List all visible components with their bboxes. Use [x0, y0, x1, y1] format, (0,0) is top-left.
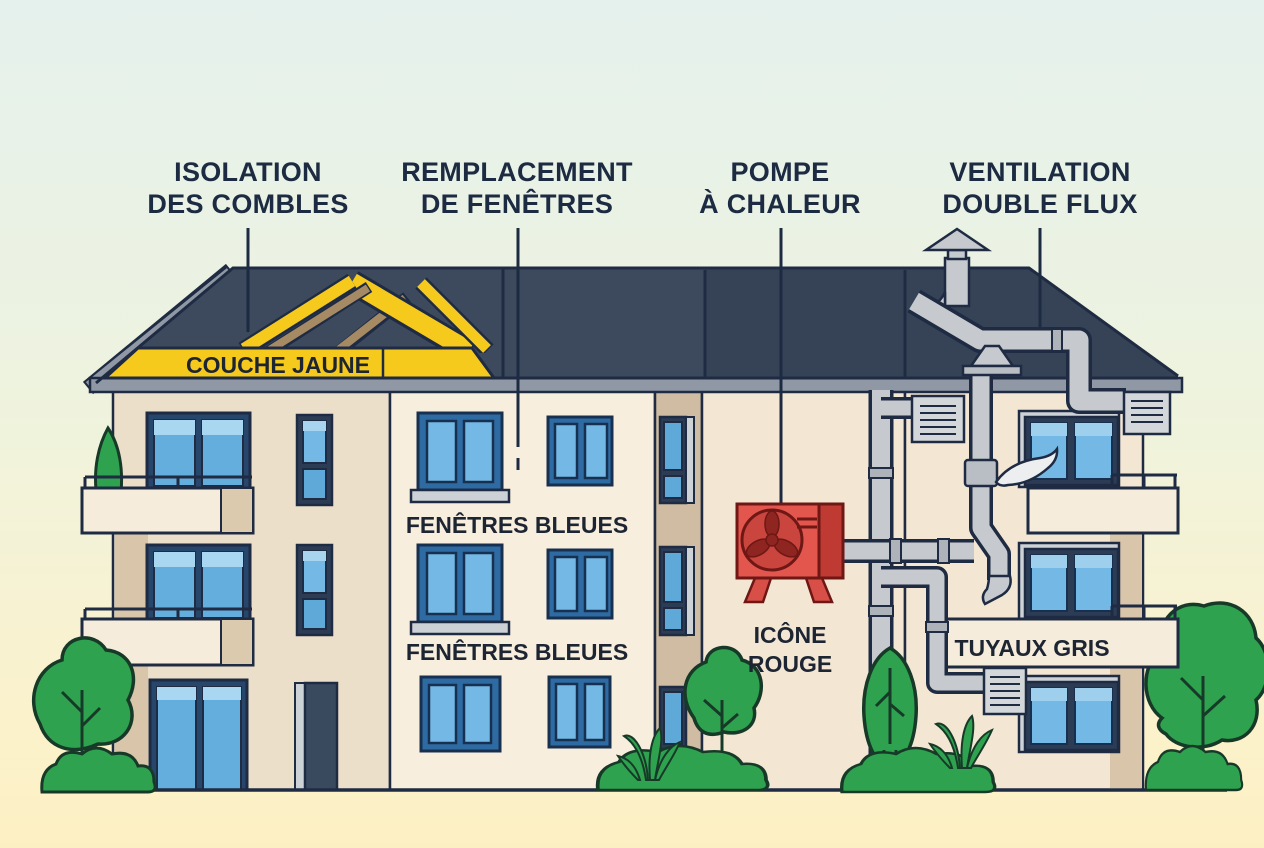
callout-line: DE FENÊTRES: [420, 189, 614, 219]
balcony: [80, 475, 255, 535]
vent-collar: [963, 458, 999, 488]
callout-line: POMPE: [730, 157, 830, 187]
left-wing-openings: [145, 411, 339, 792]
chimney-icon: [921, 227, 993, 309]
window-blue: [1017, 541, 1121, 621]
label-fenetres-bleues-2: FENÊTRES BLEUES: [405, 639, 629, 665]
stair-window: [295, 413, 334, 507]
stair-window: [658, 545, 695, 637]
vent-grille: [982, 666, 1028, 716]
strip-windows: [658, 415, 695, 751]
pipe-boot: [981, 574, 1012, 606]
vent-grille: [910, 394, 966, 444]
stair-window: [295, 543, 334, 637]
balcony: [933, 604, 1180, 669]
callout-remplacement-fenetres: REMPLACEMENT DE FENÊTRES: [401, 156, 633, 220]
callout-line: À CHALEUR: [699, 189, 861, 219]
stair-window: [658, 415, 695, 505]
window-blue: [409, 411, 511, 504]
callout-pompe-a-chaleur: POMPE À CHALEUR: [699, 156, 861, 220]
callout-line: DES COMBLES: [147, 189, 349, 219]
callout-line: REMPLACEMENT: [401, 157, 633, 187]
window-blue: [419, 675, 502, 753]
balconies: [80, 473, 1180, 669]
window-blue: [1017, 674, 1121, 754]
ground-glass-door: [148, 678, 249, 792]
window-blue: [546, 415, 614, 487]
balcony: [1026, 473, 1180, 535]
attic-insulation: [238, 271, 494, 353]
callout-isolation-combles: ISOLATION DES COMBLES: [147, 156, 348, 220]
middle-windows: [409, 411, 614, 753]
vegetation: [31, 636, 1244, 794]
callout-ventilation: VENTILATION DOUBLE FLUX: [942, 156, 1137, 220]
callout-line: VENTILATION: [949, 157, 1131, 187]
heat-pump-icon: [735, 502, 845, 604]
window-blue: [409, 543, 511, 636]
vent-grille: [1122, 390, 1172, 436]
label-couche-jaune: COUCHE JAUNE: [185, 352, 371, 378]
leader-lines: [246, 228, 1042, 505]
window-blue: [546, 548, 614, 620]
tree: [31, 636, 136, 760]
label-tuyaux-gris: TUYAUX GRIS: [954, 635, 1110, 661]
roof-vent-icon: [961, 344, 1023, 377]
air-swoosh-icon: [994, 445, 1059, 487]
pipe-network: [843, 289, 1172, 765]
tree: [683, 645, 763, 784]
window-blue: [547, 675, 612, 749]
stair-window: [658, 685, 688, 751]
callout-line: DOUBLE FLUX: [942, 189, 1138, 219]
entrance-door: [294, 681, 339, 792]
label-icone-rouge: ICÔNE ROUGE: [747, 622, 833, 677]
window-blue: [1017, 409, 1121, 489]
label-fenetres-bleues-1: FENÊTRES BLEUES: [405, 512, 629, 538]
callout-line: ISOLATION: [174, 157, 322, 187]
